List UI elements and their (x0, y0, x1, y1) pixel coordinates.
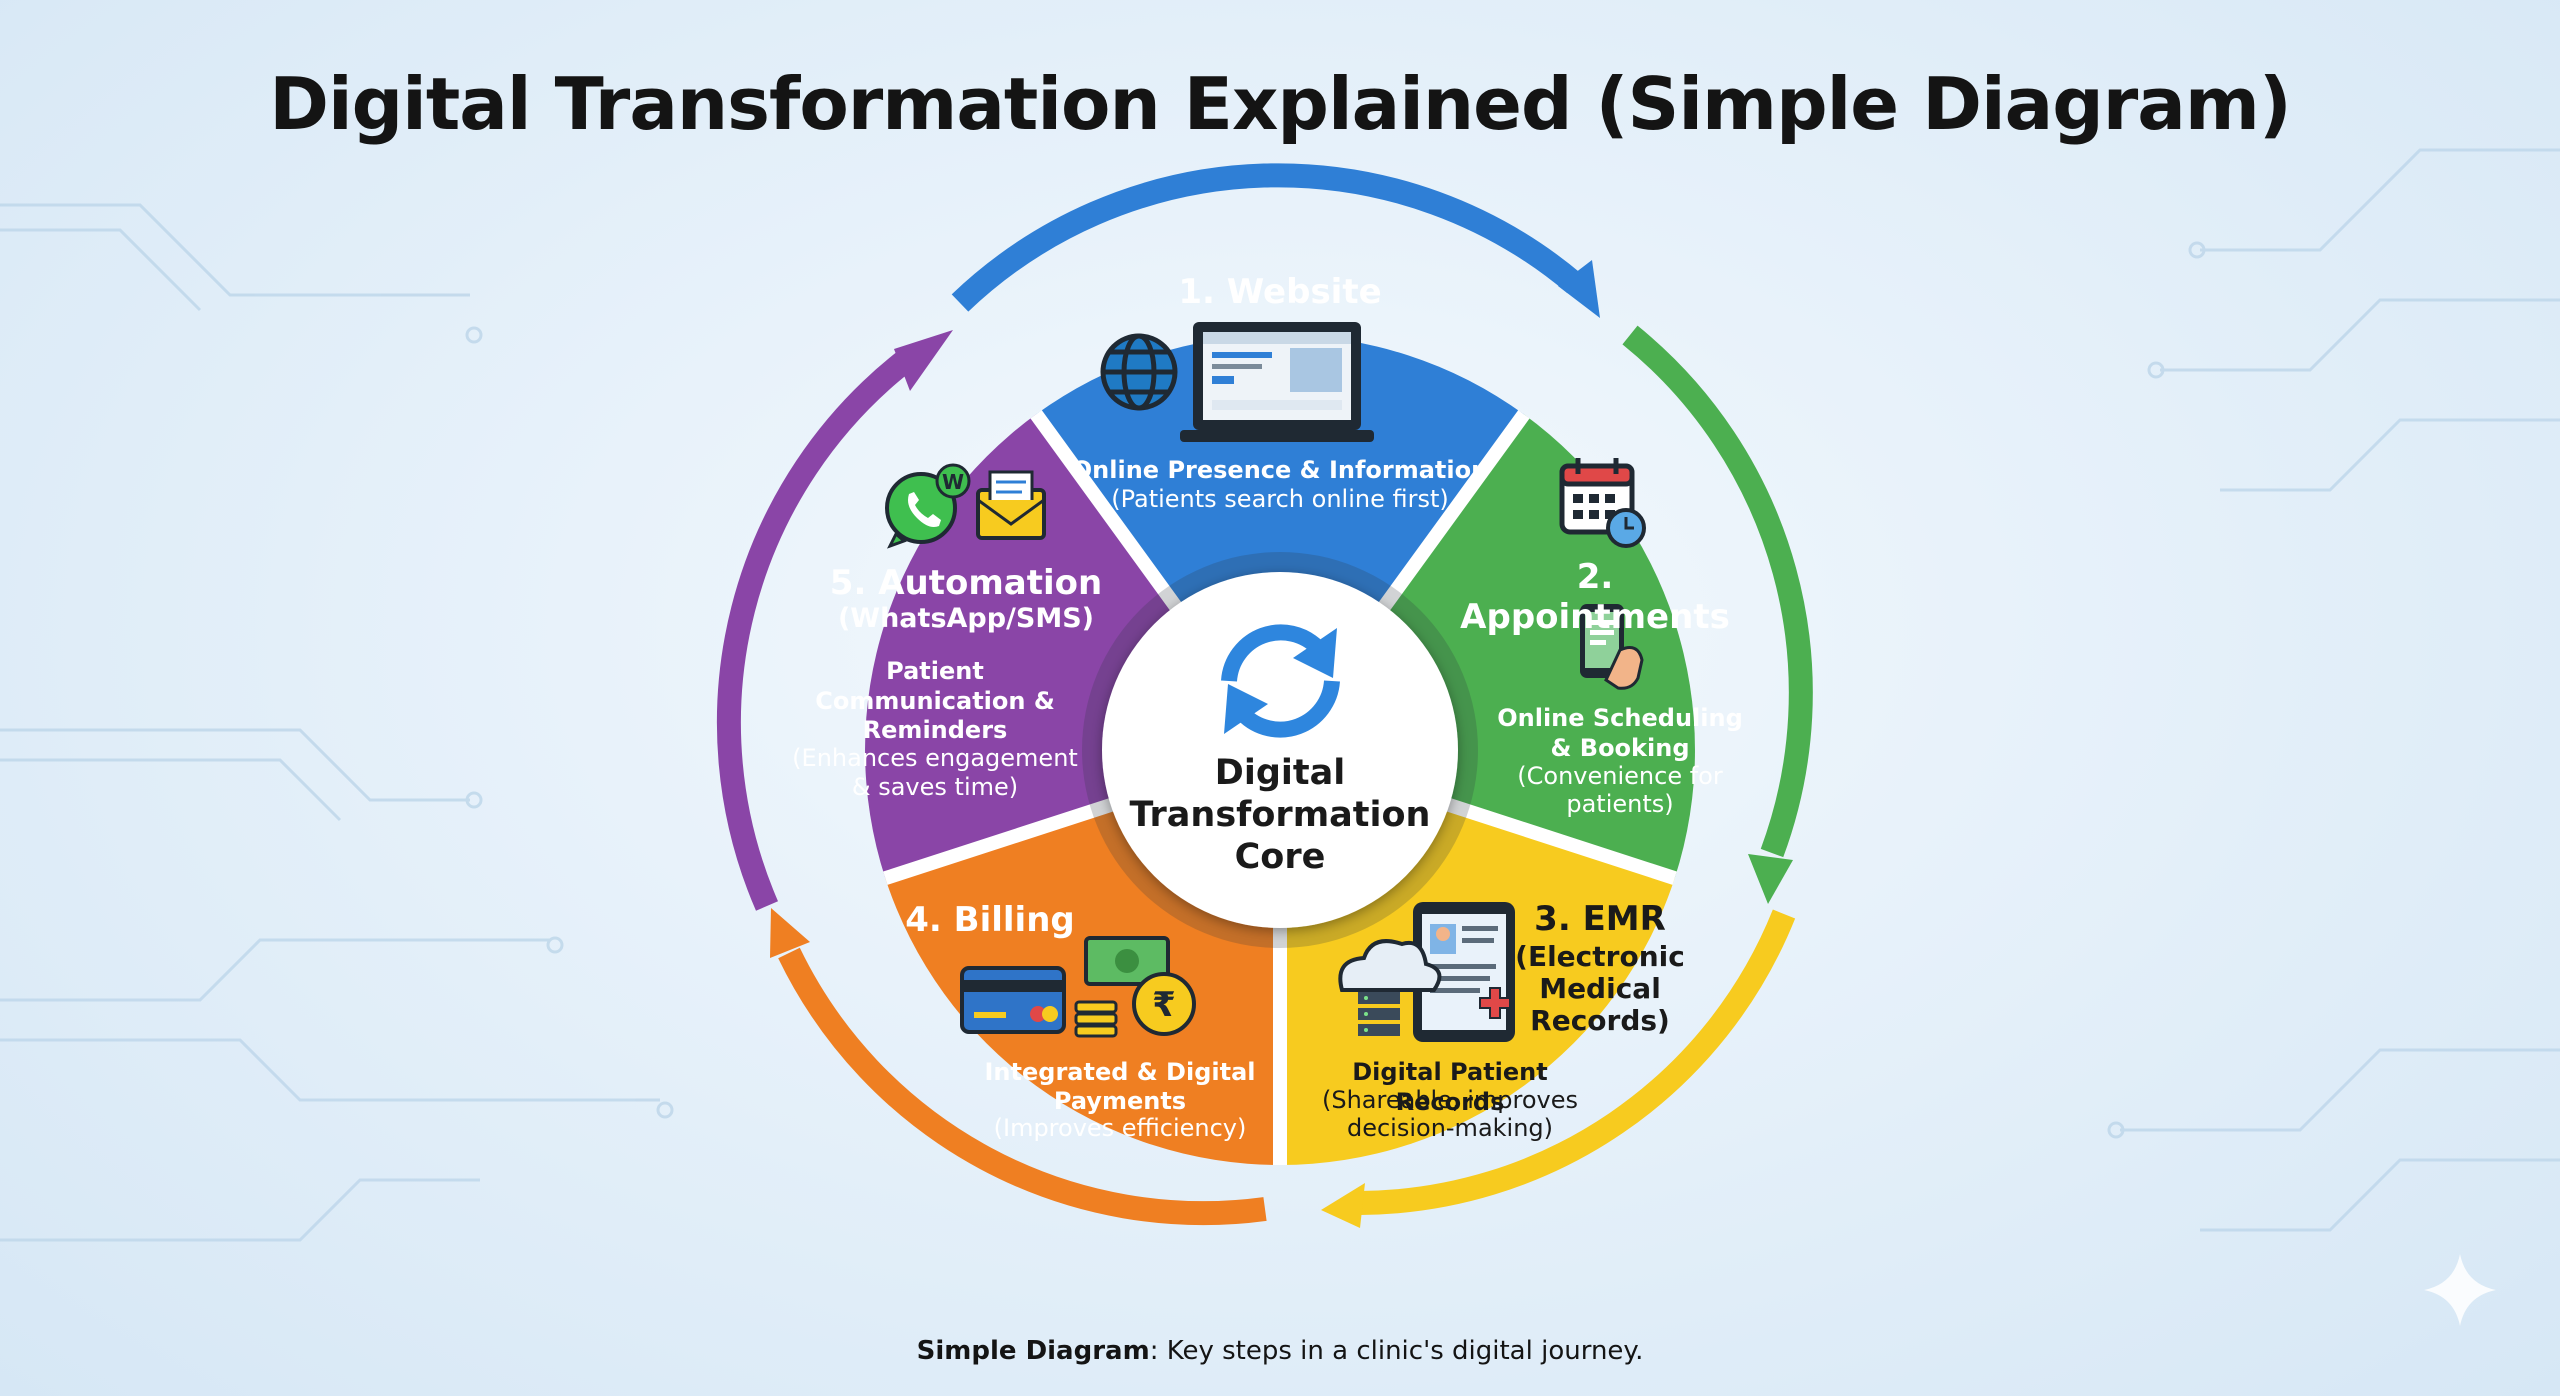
website-heading: 1. Website (1178, 272, 1382, 312)
cash-icon (1074, 936, 1170, 1038)
automation-subtitle-line1: Patient (886, 657, 984, 685)
diagram-caption: Simple Diagram: Key steps in a clinic's … (0, 1336, 2560, 1366)
appointments-subtitle-line1: Online Scheduling (1497, 704, 1743, 732)
appointments-detail-line2: patients) (1566, 790, 1674, 818)
envelope-icon (976, 470, 1046, 540)
core-circle (1102, 572, 1458, 928)
emr-heading-line2: (Electronic (1515, 940, 1685, 973)
billing-detail: (Improves efficiency) (993, 1114, 1247, 1142)
emr-heading-line3: Medical (1539, 972, 1661, 1005)
billing-subtitle-line2: Payments (1053, 1087, 1187, 1115)
emr-heading-line1: 3. EMR (1534, 899, 1666, 939)
core-label: Digital Transformation Core (1110, 752, 1450, 878)
caption-bold: Simple Diagram (916, 1336, 1150, 1366)
automation-detail-line1: (Enhances engagement (792, 744, 1078, 772)
core-label-line3: Core (1234, 837, 1326, 877)
automation-subtitle-line3: Reminders (862, 716, 1008, 744)
emr-detail-line1: (Shareable, improves (1321, 1086, 1579, 1114)
arrow-green (1622, 325, 1813, 858)
website-subtitle: Online Presence & Information (1071, 456, 1489, 484)
arrowhead-yellow (1321, 1183, 1365, 1228)
arrowhead-blue (1558, 260, 1600, 318)
arrowhead-green (1748, 854, 1793, 904)
arrowhead-purple (894, 330, 953, 391)
automation-heading-line2: (WhatsApp/SMS) (837, 603, 1095, 634)
emr-detail-line2: decision-making) (1346, 1114, 1554, 1142)
appointments-detail-line1: (Convenience for (1517, 762, 1723, 790)
credit-card-icon (960, 966, 1066, 1034)
globe-icon (1100, 333, 1178, 411)
core-label-line1: Digital (1214, 753, 1346, 793)
laptop-icon (1180, 322, 1374, 442)
arrow-orange (778, 947, 1267, 1226)
appointments-heading: 2. Appointments (1460, 557, 1730, 637)
rupee-coin-icon: ₹ (1132, 972, 1196, 1036)
website-detail: (Patients search online first) (1111, 485, 1449, 513)
page-title: Digital Transformation Explained (Simple… (269, 62, 2292, 146)
sparkle-icon (2424, 1254, 2496, 1326)
emr-subtitle: Digital Patient Records (1352, 1058, 1548, 1116)
svg-text:W: W (942, 470, 964, 494)
tablet-medical-record-icon (1413, 902, 1515, 1042)
smartphone-icon (1580, 604, 1644, 690)
billing-heading: 4. Billing (905, 900, 1075, 940)
arrowhead-orange (770, 908, 810, 958)
cloud-server-icon (1338, 939, 1442, 1036)
billing-subtitle-line1: Integrated & Digital (984, 1058, 1256, 1086)
automation-detail-line2: & saves time) (851, 773, 1019, 801)
segment-website (1036, 335, 1524, 750)
svg-text:₹: ₹ (1152, 985, 1176, 1025)
core-label-line2: Transformation (1129, 795, 1431, 835)
appointments-subtitle-line2: & Booking (1550, 734, 1690, 762)
clock-icon (1606, 508, 1646, 548)
emr-heading-line4: Records) (1530, 1004, 1670, 1037)
arrow-yellow (1359, 909, 1796, 1215)
caption-text: : Key steps in a clinic's digital journe… (1149, 1336, 1644, 1366)
automation-subtitle-line2: Communication & (815, 687, 1055, 715)
arrow-blue (951, 163, 1583, 312)
refresh-icon (1221, 624, 1340, 738)
arrow-purple (716, 350, 914, 911)
whatsapp-icon: W (885, 463, 971, 549)
automation-heading-line1: 5. Automation (829, 563, 1103, 603)
